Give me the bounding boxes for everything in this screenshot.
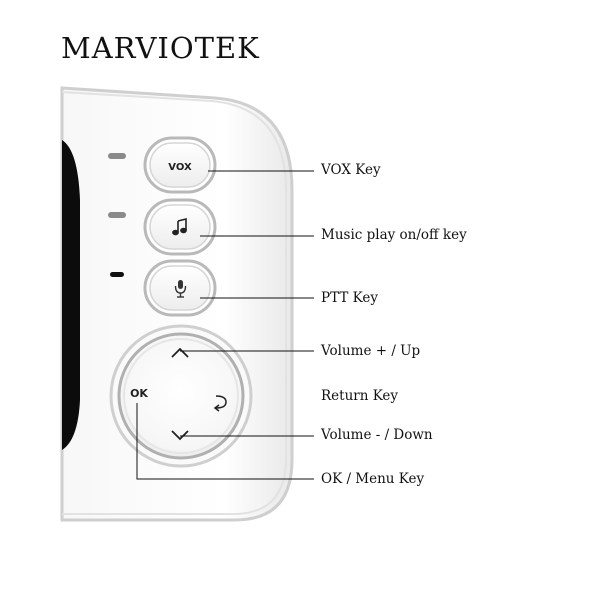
vox-button[interactable]: VOX — [143, 136, 217, 194]
ok-button-label: OK — [130, 387, 148, 400]
callout-music-key: Music play on/off key — [321, 227, 467, 243]
led-indicator-3 — [110, 272, 124, 277]
callout-ptt-key: PTT Key — [321, 290, 378, 306]
leader-ok — [136, 403, 314, 480]
microphone-icon — [174, 280, 187, 298]
brand-logo-text: MARVIOTEK — [61, 31, 260, 65]
callout-lines — [136, 170, 314, 480]
led-indicator-2 — [108, 212, 126, 218]
screen-edge — [62, 140, 80, 450]
callout-ok-menu-key: OK / Menu Key — [321, 471, 425, 487]
led-indicator-1 — [108, 153, 126, 159]
chevron-down-icon[interactable] — [171, 430, 189, 441]
chevron-up-icon[interactable] — [171, 347, 189, 358]
ptt-button[interactable] — [143, 259, 217, 317]
callout-volume-down: Volume - / Down — [321, 427, 433, 443]
dpad[interactable]: OK — [109, 324, 253, 468]
callout-volume-up: Volume + / Up — [321, 343, 421, 359]
callout-return-key: Return Key — [321, 388, 399, 404]
music-note-icon — [172, 217, 187, 236]
callout-vox-key: VOX Key — [321, 162, 381, 178]
vox-button-label: VOX — [168, 162, 192, 173]
return-arrow-icon[interactable] — [213, 395, 227, 412]
music-button[interactable] — [143, 198, 217, 256]
